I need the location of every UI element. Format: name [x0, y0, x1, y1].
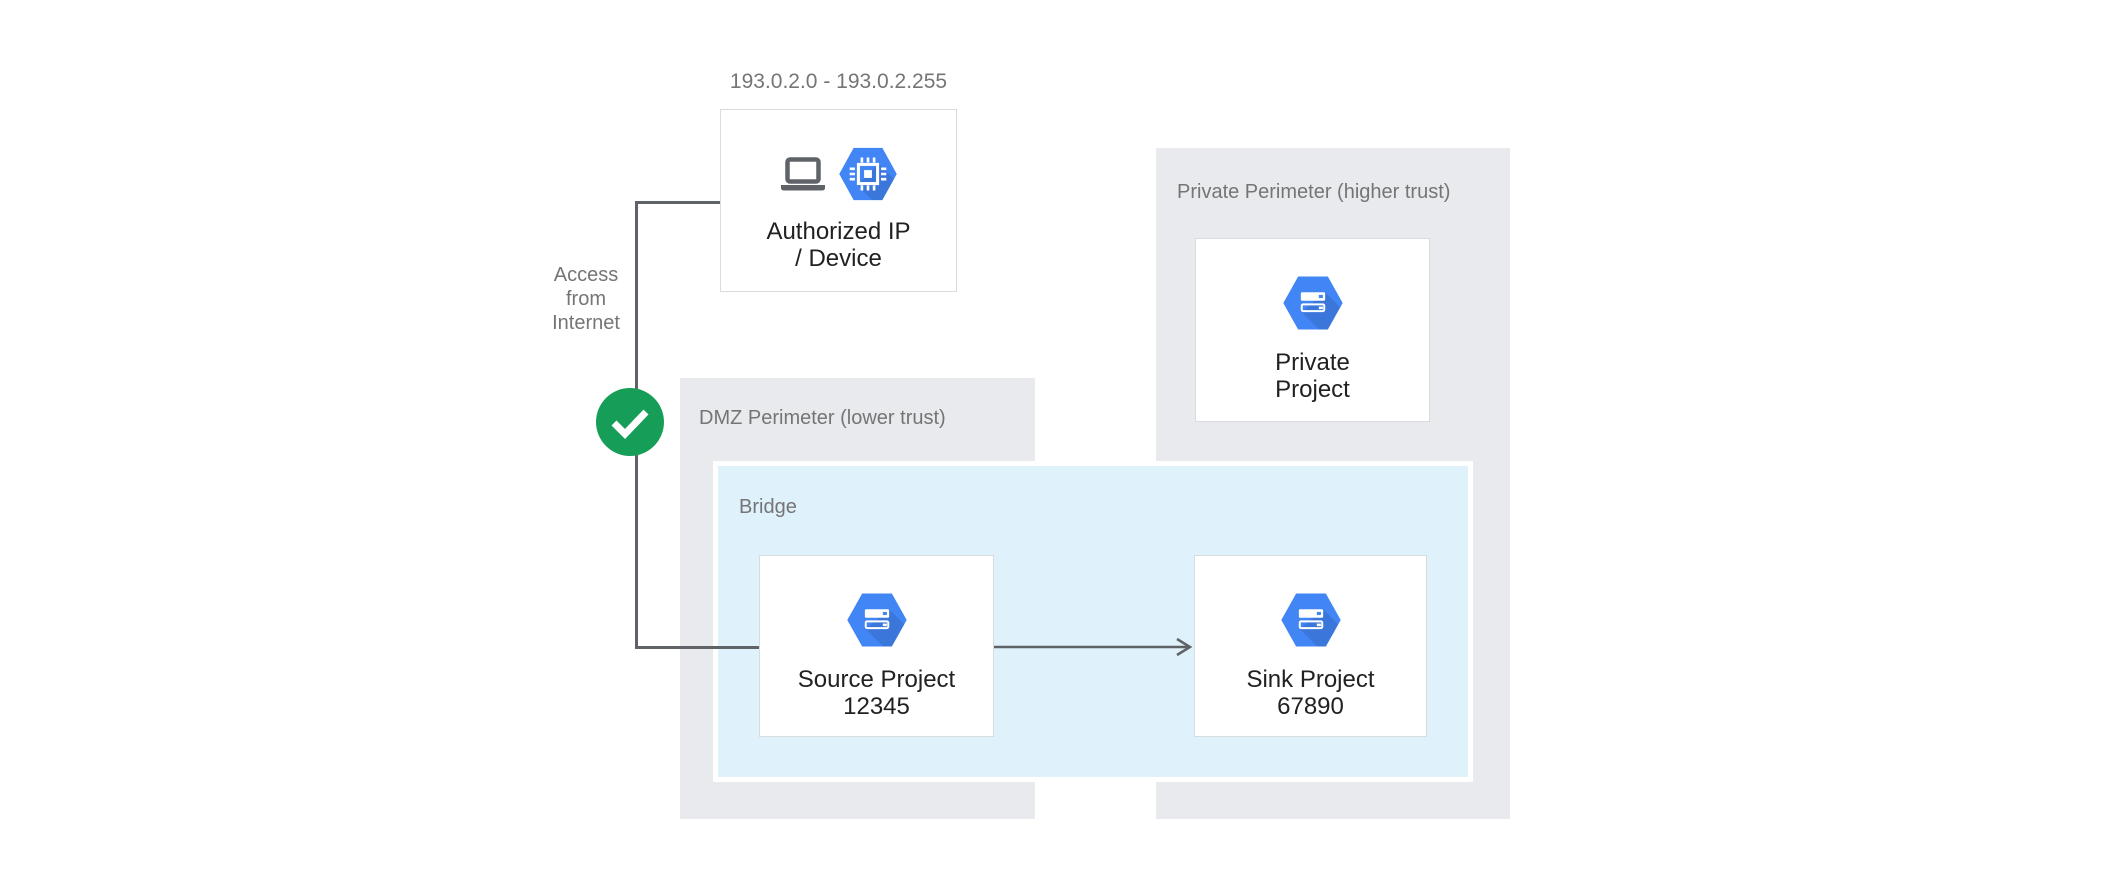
bridge-label: Bridge [739, 496, 797, 518]
authorized-ip-device-node: Authorized IP / Device [720, 109, 957, 292]
cloud-project-hexagon-icon [1282, 276, 1343, 330]
source-project-node: Source Project 12345 [759, 555, 994, 737]
checkmark-glyph [611, 409, 649, 440]
laptop-icon [780, 156, 825, 190]
sink-project-title-line2: 67890 [1277, 693, 1344, 720]
source-project-title-line1: Source Project [797, 666, 956, 693]
sink-project-title: Sink Project 67890 [1246, 666, 1374, 720]
ip-range-label: 193.0.2.0 - 193.0.2.255 [729, 70, 948, 93]
access-from-internet-label: Access from Internet [536, 263, 636, 335]
authorized-icon-row [780, 147, 897, 201]
private-project-title-line1: Private [1275, 349, 1350, 376]
sink-project-title-line1: Sink Project [1246, 666, 1375, 693]
private-project-title-line2: Project [1275, 376, 1350, 403]
authorized-title-line2: / Device [795, 245, 882, 272]
private-project-node: Private Project [1195, 238, 1430, 422]
check-circle-icon [596, 388, 664, 456]
cloud-project-hexagon-icon [1280, 593, 1341, 647]
dmz-perimeter-label: DMZ Perimeter (lower trust) [699, 407, 946, 429]
access-label-line3: Internet [552, 312, 620, 334]
sink-project-node: Sink Project 67890 [1194, 555, 1427, 737]
access-label-line2: from [566, 288, 606, 310]
compute-engine-chip-icon [838, 147, 897, 201]
access-label-line1: Access [553, 264, 619, 286]
source-project-icon-row [846, 593, 907, 647]
authorized-node-title: Authorized IP / Device [766, 218, 910, 272]
source-to-sink-arrow [994, 637, 1193, 657]
connector-authorized-horizontal [635, 201, 720, 204]
authorized-title-line1: Authorized IP [766, 218, 911, 245]
private-project-icon-row [1282, 276, 1343, 330]
source-project-title: Source Project 12345 [798, 666, 955, 720]
private-perimeter-label: Private Perimeter (higher trust) [1177, 181, 1451, 203]
connector-source-horizontal [635, 646, 759, 649]
sink-project-icon-row [1280, 593, 1341, 647]
cloud-project-hexagon-icon [846, 593, 907, 647]
private-project-title: Private Project [1275, 349, 1350, 403]
source-project-title-line2: 12345 [843, 693, 910, 720]
